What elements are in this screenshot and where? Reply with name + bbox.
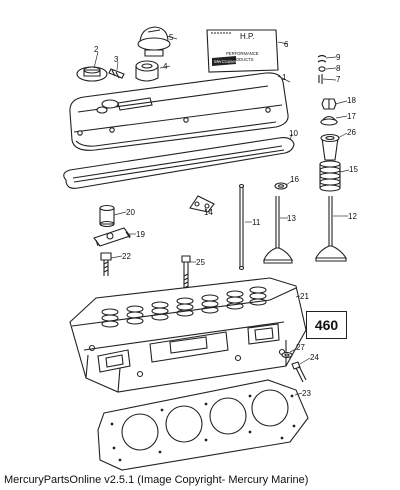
callout-numbers: 1 2 3 4 5 6 7 8 9 10 11 12 13 14 15 16 1… — [94, 33, 358, 398]
callout-23: 23 — [302, 389, 311, 398]
part-lifter[interactable] — [99, 204, 115, 228]
decal-performance-text: PERFORMANCE — [226, 51, 259, 56]
part-spring-retainer[interactable] — [320, 133, 340, 161]
callout-22: 22 — [122, 252, 131, 261]
part-rocker-arm[interactable] — [93, 227, 131, 247]
callout-1: 1 — [282, 73, 287, 82]
part-head-gasket[interactable] — [97, 379, 309, 471]
copyright-footer: MercuryPartsOnline v2.5.1 (Image Copyrig… — [4, 474, 309, 486]
part-intake-valve[interactable] — [263, 196, 293, 264]
part-rocker-nut[interactable] — [321, 98, 337, 110]
part-valve-spring[interactable] — [319, 160, 341, 192]
part-pivot-ball[interactable] — [319, 115, 339, 126]
part-pcv-plate[interactable] — [76, 66, 108, 82]
callout-7: 7 — [336, 75, 341, 84]
callout-14: 14 — [204, 208, 213, 217]
callout-3: 3 — [114, 55, 119, 64]
part-pushrod-guide[interactable] — [189, 195, 215, 213]
callout-24: 24 — [310, 353, 319, 362]
callout-6: 6 — [284, 40, 289, 49]
part-pushrod[interactable] — [238, 183, 245, 271]
part-bolt[interactable] — [291, 361, 307, 383]
callout-13: 13 — [287, 214, 296, 223]
part-valve-keepers[interactable] — [317, 54, 327, 85]
callout-5: 5 — [169, 33, 174, 42]
callout-17: 17 — [347, 112, 356, 121]
part-breather-cap[interactable] — [137, 26, 171, 57]
part-head-bolt[interactable] — [181, 255, 191, 290]
part-valve-seal[interactable] — [274, 182, 288, 190]
part-cover-gasket[interactable] — [63, 137, 295, 189]
callout-9: 9 — [336, 53, 341, 62]
page-number-box[interactable]: 460 — [306, 311, 347, 339]
decal-brand-text: MerCruiser — [214, 59, 237, 64]
callout-18: 18 — [347, 96, 356, 105]
callout-12: 12 — [348, 212, 357, 221]
part-rocker-stud[interactable] — [100, 252, 112, 276]
callout-15: 15 — [349, 165, 358, 174]
part-rocker-cover[interactable] — [69, 72, 289, 151]
callout-8: 8 — [336, 64, 341, 73]
part-screw[interactable] — [108, 68, 125, 79]
callout-16: 16 — [290, 175, 299, 184]
callout-4: 4 — [163, 62, 168, 71]
callout-11: 11 — [252, 218, 261, 227]
callout-21: 21 — [300, 292, 309, 301]
callout-2: 2 — [94, 45, 99, 54]
callout-20: 20 — [126, 208, 135, 217]
callout-19: 19 — [136, 230, 145, 239]
part-cylinder-head[interactable] — [69, 277, 307, 393]
callout-25: 25 — [196, 258, 205, 267]
part-washer[interactable] — [281, 351, 293, 359]
part-decal[interactable] — [206, 29, 279, 73]
leader-lines — [93, 35, 350, 396]
callout-10: 10 — [289, 129, 298, 138]
callout-26: 26 — [347, 128, 356, 137]
part-exhaust-valve[interactable] — [315, 196, 347, 262]
part-grommet[interactable] — [135, 60, 159, 82]
decal-products-text: PRODUCTS — [230, 57, 254, 62]
callout-27: 27 — [296, 343, 305, 352]
decal-hp-text: H.P. — [240, 32, 255, 41]
